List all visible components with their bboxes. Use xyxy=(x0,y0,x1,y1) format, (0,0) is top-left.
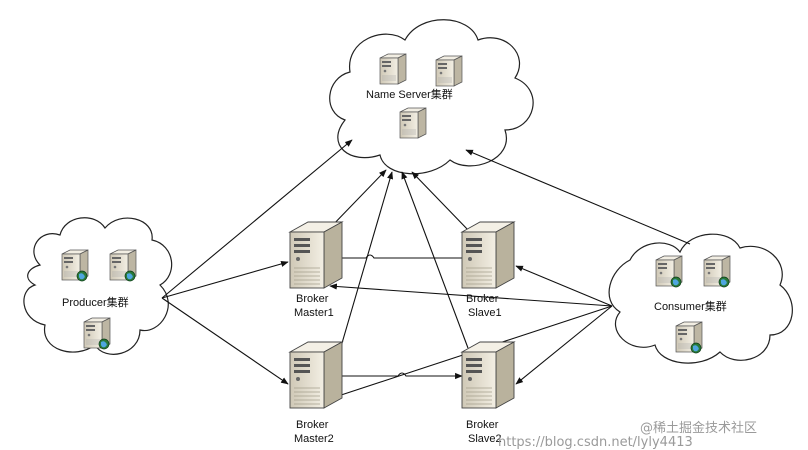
name-server-label: Name Server集群 xyxy=(366,87,453,101)
broker-master2-line1: Broker xyxy=(296,419,329,431)
consumer-to-nameserver-arrow xyxy=(465,149,691,245)
producer-to-master2-arrow xyxy=(161,297,289,385)
server-globe-icon xyxy=(703,255,731,288)
broker-master2: Broker Master2 xyxy=(289,341,343,445)
broker-server-icon xyxy=(461,341,515,409)
consumer-cloud xyxy=(608,233,793,364)
broker-server-icon xyxy=(289,341,343,409)
producer-to-nameserver-arrow xyxy=(161,139,353,299)
producer-to-master1-arrow xyxy=(161,260,289,299)
broker-server-icon xyxy=(461,221,515,289)
broker-slave2-line1: Broker xyxy=(466,419,499,431)
broker-server-icon xyxy=(289,221,343,289)
watermark-url: https://blog.csdn.net/lyly4413 xyxy=(498,435,693,450)
producer-label: Producer集群 xyxy=(62,295,129,309)
server-icon xyxy=(379,53,407,85)
consumer-label: Consumer集群 xyxy=(654,299,727,313)
connection-lines xyxy=(161,139,691,399)
broker-slave1-line2: Slave1 xyxy=(468,307,502,319)
server-globe-icon xyxy=(109,249,137,282)
broker-slave1: Broker Slave1 xyxy=(461,221,515,319)
server-globe-icon xyxy=(675,321,703,354)
server-globe-icon xyxy=(61,249,89,282)
server-icon xyxy=(399,107,427,139)
broker-slave1-line1: Broker xyxy=(466,293,499,305)
watermark-site: @稀土掘金技术社区 xyxy=(640,420,757,436)
broker-slave2-line2: Slave2 xyxy=(468,433,502,445)
slave1-to-nameserver-arrow xyxy=(411,171,471,233)
broker-master1-line1: Broker xyxy=(296,293,329,305)
consumer-to-slave1-arrow xyxy=(515,265,613,307)
server-icon xyxy=(435,55,463,87)
slave2-to-nameserver-arrow xyxy=(401,171,469,349)
server-globe-icon xyxy=(655,255,683,288)
server-globe-icon xyxy=(83,317,111,350)
master2-to-nameserver-arrow xyxy=(339,171,394,351)
broker-master1: Broker Master1 xyxy=(289,221,343,319)
broker-master2-line2: Master2 xyxy=(294,433,334,445)
master1-to-slave1-arrow xyxy=(342,254,487,262)
consumer-to-master1-arrow xyxy=(329,283,613,307)
broker-slave2: Broker Slave2 xyxy=(461,341,515,445)
consumer-to-slave2-arrow xyxy=(515,305,613,385)
broker-master1-line2: Master1 xyxy=(294,307,334,319)
master1-to-nameserver-arrow xyxy=(327,169,387,231)
